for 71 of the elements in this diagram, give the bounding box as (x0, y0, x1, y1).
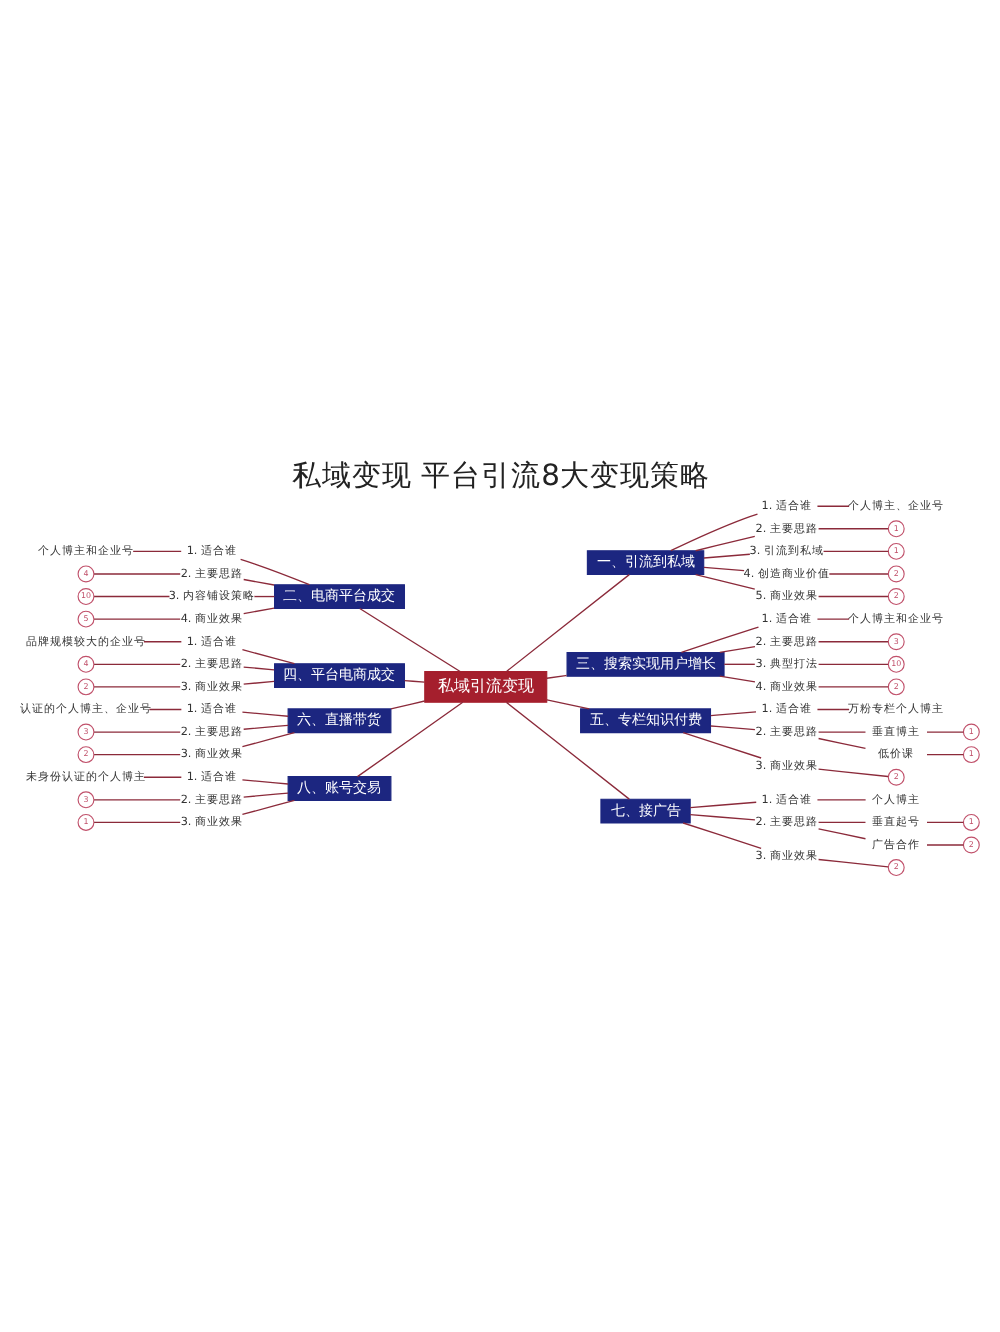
diagram-title: 私域变现 平台引流8大变现策略 (291, 458, 709, 493)
connector (545, 699, 589, 710)
connector (92, 686, 180, 688)
connector (688, 801, 756, 809)
connector (827, 573, 888, 575)
connector (92, 753, 180, 756)
connector (925, 821, 964, 824)
connector (240, 799, 295, 816)
connector (816, 731, 866, 733)
connector (688, 814, 755, 821)
connector (92, 663, 180, 665)
connector (816, 686, 888, 688)
connector (815, 618, 849, 620)
connector (240, 711, 288, 717)
connector (816, 768, 888, 778)
connector (240, 779, 288, 785)
connector (694, 535, 755, 552)
connector (681, 731, 761, 759)
connector (242, 666, 274, 671)
connector (718, 646, 755, 654)
connector (504, 573, 629, 673)
connector (815, 708, 849, 711)
connector (92, 799, 180, 801)
connector (147, 708, 182, 711)
connector (92, 573, 180, 575)
connector (669, 513, 758, 552)
connector (92, 731, 180, 733)
connector (242, 680, 274, 685)
connector (142, 641, 181, 643)
connector (679, 626, 759, 654)
connector (681, 822, 761, 849)
connector (816, 528, 888, 530)
connector (816, 595, 888, 598)
connector (702, 553, 750, 559)
connector (238, 558, 310, 586)
connector (816, 828, 866, 840)
connector (925, 731, 964, 733)
connector (545, 674, 567, 679)
connector (815, 799, 866, 801)
connector (92, 595, 170, 598)
connector (242, 792, 288, 798)
connector (816, 821, 866, 824)
connector (816, 641, 888, 643)
connector (821, 550, 888, 553)
connector (709, 711, 756, 717)
connector (240, 731, 295, 748)
connector (722, 663, 755, 665)
connector (242, 578, 274, 586)
connector (816, 663, 888, 665)
connector (816, 737, 866, 750)
connector (92, 618, 180, 620)
connector (240, 649, 295, 665)
connector (816, 858, 888, 868)
connector (355, 701, 463, 778)
connector (925, 844, 964, 846)
connector (252, 595, 275, 598)
connector (694, 573, 755, 590)
connector (142, 776, 181, 778)
connector (925, 753, 964, 756)
connector (358, 607, 460, 673)
connector (718, 675, 755, 683)
connector (389, 700, 425, 710)
connector (242, 724, 288, 730)
connector (131, 550, 181, 553)
connector (402, 679, 425, 683)
connector (504, 701, 629, 800)
connector (702, 566, 744, 572)
connector (709, 725, 755, 731)
connector (815, 505, 849, 507)
connector (92, 821, 180, 824)
connector (242, 607, 274, 615)
